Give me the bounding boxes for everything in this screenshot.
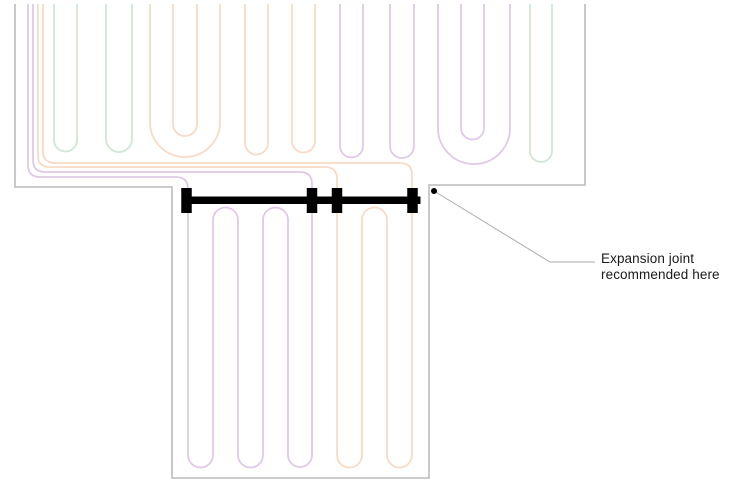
expansion-joint-annotation: Expansion joint recommended here bbox=[601, 251, 720, 283]
pipe-purple-loop-1 bbox=[339, 4, 364, 159]
pipe-purple-loop-outer bbox=[437, 4, 511, 165]
annotation-leader-line bbox=[433, 190, 595, 263]
expansion-joint-crossing-4 bbox=[407, 188, 418, 213]
pipe-green-loop-2 bbox=[105, 4, 133, 153]
pipe-orange-loop-outer bbox=[149, 4, 221, 158]
expansion-joint-crossing-1 bbox=[181, 188, 192, 213]
pipe-orange-loop-inner bbox=[172, 4, 198, 137]
pipe-orange-circuit-lower bbox=[37, 4, 413, 469]
expansion-joint-bar bbox=[181, 196, 421, 204]
annotation-line-1: Expansion joint bbox=[601, 251, 695, 266]
pipe-purple-loop-2 bbox=[389, 4, 415, 159]
annotation-dot bbox=[431, 188, 437, 194]
floor-outline-wall bbox=[14, 4, 586, 479]
pipe-purple-circuit-lower bbox=[27, 4, 313, 469]
pipe-orange-loop-3 bbox=[244, 4, 269, 156]
pipe-green-loop-3 bbox=[529, 4, 553, 163]
pipe-orange-loop-4 bbox=[291, 4, 316, 154]
pipe-purple-loop-inner bbox=[460, 4, 485, 141]
expansion-joint-crossing-3 bbox=[331, 188, 343, 213]
pipe-green-loop-1 bbox=[53, 4, 78, 153]
expansion-joint-crossing-2 bbox=[306, 188, 318, 213]
annotation-line-2: recommended here bbox=[601, 267, 720, 282]
